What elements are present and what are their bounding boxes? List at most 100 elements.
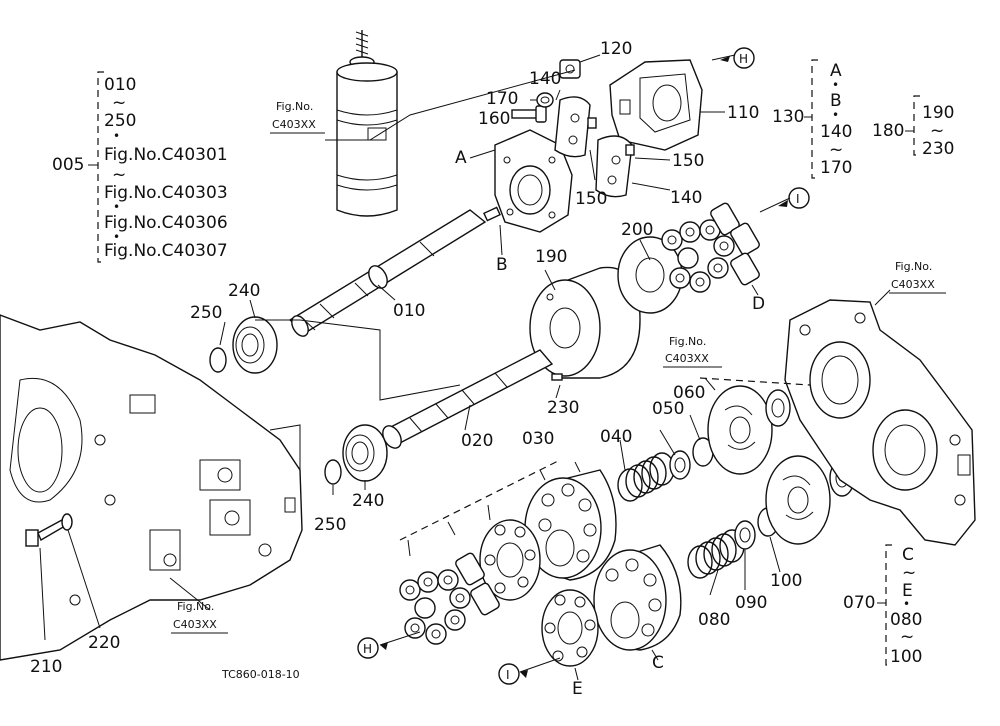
callout-H-bottom: H xyxy=(357,637,379,659)
label-180-190: 190 xyxy=(922,103,954,123)
snap-ring-250-lower xyxy=(324,459,342,485)
label-c40301: Fig.No.C40301 xyxy=(104,145,228,165)
label-130-A: A xyxy=(830,61,842,81)
label-240-lower: 240 xyxy=(352,491,384,511)
callout-I-bottom: I xyxy=(498,663,520,685)
label-140-mid: 140 xyxy=(670,188,702,208)
piston-cover-110 xyxy=(609,59,703,151)
label-090: 090 xyxy=(735,593,767,613)
legend-180: 180 190 ~ 230 xyxy=(872,103,954,159)
tilde-070-2: ~ xyxy=(900,627,914,647)
valve-plate-upper xyxy=(707,385,773,475)
piston-group-D xyxy=(661,202,760,293)
bearing-240-lower xyxy=(342,424,388,482)
label-060: 060 xyxy=(673,383,705,403)
label-160: 160 xyxy=(478,109,510,129)
bearing-240-upper xyxy=(232,316,278,374)
legend-005: 005 010 ~ 250 • Fig.No.C40301 ~ Fig.No.C… xyxy=(52,75,228,261)
label-050: 050 xyxy=(652,399,684,419)
snap-ring-250-upper xyxy=(209,347,227,373)
bearing-right-upper xyxy=(765,389,791,427)
dot-130-2: • xyxy=(832,108,839,122)
legend-070: 070 C ~ E • 080 ~ 100 xyxy=(843,545,922,667)
label-150-mid: 150 xyxy=(575,189,607,209)
arrow-markers xyxy=(380,56,788,678)
figno-box-top: Fig.No. C403XX xyxy=(270,100,325,134)
dot-070: • xyxy=(903,597,910,611)
label-120: 120 xyxy=(600,39,632,59)
callout-I-bottom-label: I xyxy=(506,668,510,682)
label-210: 210 xyxy=(30,657,62,677)
tilde-1: ~ xyxy=(112,93,126,113)
transmission-housing xyxy=(0,314,303,661)
label-C: C xyxy=(652,653,664,673)
label-180: 180 xyxy=(872,121,904,141)
label-D: D xyxy=(752,294,765,314)
shaft-010 xyxy=(288,209,487,337)
part-120-block xyxy=(559,59,581,79)
tilde-070-1: ~ xyxy=(902,563,916,583)
valve-plate-lower xyxy=(765,455,831,545)
label-110: 110 xyxy=(727,103,759,123)
spring-080 xyxy=(687,529,745,579)
brackets xyxy=(97,59,920,666)
label-020: 020 xyxy=(461,431,493,451)
label-170: 170 xyxy=(486,89,518,109)
callout-I-top: I xyxy=(788,187,810,209)
figno-code-mid: C403XX xyxy=(665,352,709,365)
washer-050 xyxy=(669,450,691,480)
label-140-top: 140 xyxy=(529,69,561,89)
tilde-130: ~ xyxy=(829,140,843,160)
washer-090 xyxy=(734,520,756,550)
figno-label-top: Fig.No. xyxy=(276,100,313,113)
dot-130-1: • xyxy=(832,78,839,92)
figno-code-top: C403XX xyxy=(272,118,316,131)
callout-H-top: H xyxy=(733,47,755,69)
label-220: 220 xyxy=(88,633,120,653)
dot-2: • xyxy=(113,200,120,214)
figno-box-bottom: Fig.No. C403XX xyxy=(171,600,228,634)
figno-code-right: C403XX xyxy=(891,278,935,291)
reference-cylinder xyxy=(336,30,398,217)
label-130-170: 170 xyxy=(820,158,852,178)
pin-150 xyxy=(587,117,635,156)
label-240-upper: 240 xyxy=(228,281,260,301)
label-c40303: Fig.No.C40303 xyxy=(104,183,228,203)
tilde-2: ~ xyxy=(112,165,126,185)
end-cover xyxy=(784,299,976,546)
retainer-plate xyxy=(479,519,541,601)
label-070-080: 080 xyxy=(890,610,922,630)
figno-label-mid: Fig.No. xyxy=(669,335,706,348)
label-A: A xyxy=(455,148,467,168)
oring-170 xyxy=(536,92,554,108)
label-070-E: E xyxy=(902,581,913,601)
label-005: 005 xyxy=(52,155,84,175)
figure-code: TC860-018-10 xyxy=(221,668,300,681)
retainer-plate-E xyxy=(541,589,599,667)
callout-I-top-label: I xyxy=(796,192,800,206)
spring-040 xyxy=(617,452,675,502)
label-010: 010 xyxy=(393,301,425,321)
label-070-C: C xyxy=(902,545,914,565)
callout-H-top-label: H xyxy=(739,52,748,66)
swash-plate-housing xyxy=(494,129,573,233)
cylinder-block-C xyxy=(593,544,682,651)
cylinder-block-190 xyxy=(529,266,641,379)
shoe-plate-140-lower xyxy=(595,135,633,198)
figno-label-right: Fig.No. xyxy=(895,260,932,273)
label-250-lower: 250 xyxy=(314,515,346,535)
label-130-B: B xyxy=(830,91,842,111)
shaft-020 xyxy=(382,349,563,449)
label-B: B xyxy=(496,255,508,275)
label-190: 190 xyxy=(535,247,567,267)
label-010-range: 010 xyxy=(104,75,136,95)
label-130: 130 xyxy=(772,107,804,127)
pin-B xyxy=(483,206,501,222)
label-E: E xyxy=(572,679,583,699)
label-180-230: 230 xyxy=(922,139,954,159)
label-200: 200 xyxy=(621,220,653,240)
label-250-range: 250 xyxy=(104,111,136,131)
label-230: 230 xyxy=(547,398,579,418)
